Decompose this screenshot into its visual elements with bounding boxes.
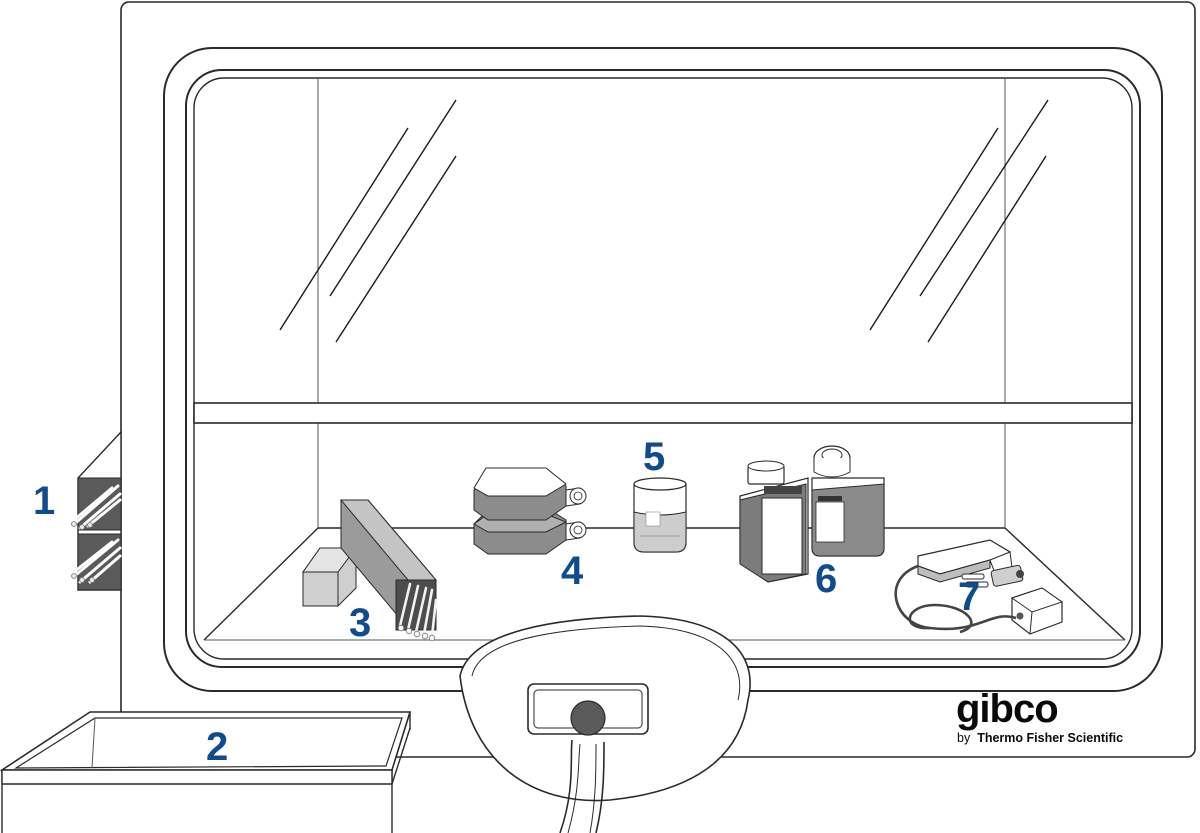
label-6: 6 [815,557,837,601]
glass-reflections-left [279,99,457,343]
control-panel [459,615,751,833]
label-2: 2 [206,725,228,769]
label-1: 1 [33,479,55,523]
label-7: 7 [958,575,980,619]
beaker [633,477,687,553]
brand-by: by [957,731,971,745]
pipette-controller [894,539,1064,635]
brand-byline: by Thermo Fisher Scientific [957,729,1123,746]
waste-tray [0,711,412,833]
brand-name: gibco [956,687,1058,731]
label-5: 5 [643,435,665,479]
brand-company: Thermo Fisher Scientific [977,731,1123,745]
culture-flasks [473,467,587,555]
pipette-rack [70,477,122,591]
sash-bar [193,402,1133,424]
gibco-logo: gibco by Thermo Fisher Scientific [956,687,1123,746]
label-4: 4 [561,549,584,593]
pipette-box-and-cube [302,499,438,642]
floor-right-edge [1004,527,1126,641]
knob-icon[interactable] [570,700,606,736]
floor-left-edge [203,527,319,641]
label-3: 3 [349,601,371,645]
glass-reflections-right [869,99,1049,343]
media-bottles [739,445,885,583]
